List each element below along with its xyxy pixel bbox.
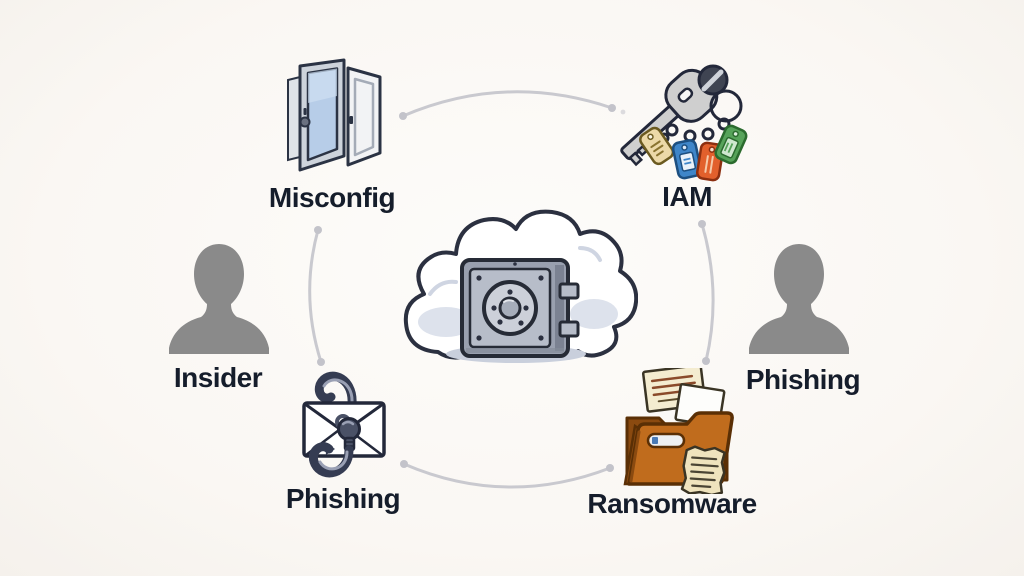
node-phishing-email [291, 366, 397, 486]
arc-top [401, 90, 614, 118]
node-misconfig [282, 56, 394, 178]
label-ransomware: Ransomware [587, 488, 757, 519]
node-phishing-attacker [740, 242, 858, 354]
node-ransomware [615, 368, 745, 494]
label-misconfig: Misconfig [268, 182, 396, 213]
arc-bottom [402, 462, 612, 489]
label-insider: Insider [173, 362, 263, 393]
ransom-folder-icon [623, 368, 734, 494]
open-door-icon [287, 58, 382, 172]
label-phishing-email: Phishing [285, 483, 401, 514]
keys-with-tags-icon [620, 64, 748, 182]
hooked-envelope-icon [302, 371, 386, 478]
cloud-safe-icon [403, 209, 638, 363]
node-iam [616, 54, 756, 184]
arc-left [308, 228, 323, 364]
center-cloud-safe [394, 196, 638, 380]
label-phishing-attacker: Phishing [745, 364, 861, 395]
label-iam: IAM [662, 181, 712, 212]
arc-right [700, 222, 715, 363]
node-insider [160, 242, 278, 354]
person-silhouette-icon [749, 244, 849, 354]
person-silhouette-icon [169, 244, 269, 354]
